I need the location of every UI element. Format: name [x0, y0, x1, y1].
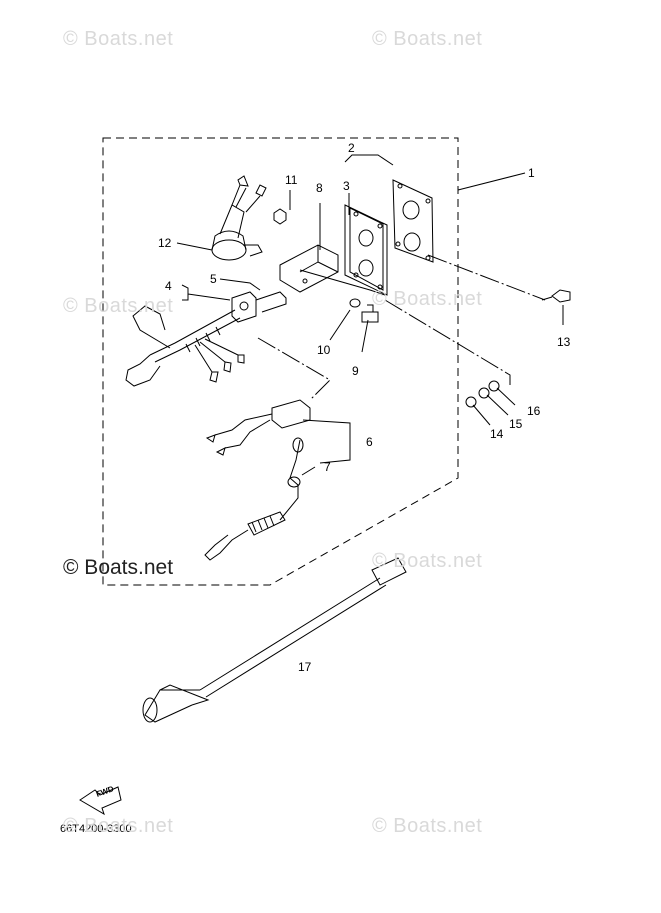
- part-15-washer: [478, 387, 490, 399]
- part-10-washer: [349, 298, 361, 308]
- watermark: © Boats.net: [372, 28, 483, 50]
- part-17-cable: [199, 577, 387, 698]
- watermark: © Boats.net: [63, 295, 174, 317]
- axis-line-sensor: [257, 337, 331, 401]
- leader-1: [457, 172, 526, 191]
- callout-11: 11: [285, 173, 298, 187]
- callout-16: 16: [527, 404, 541, 418]
- part-1-plate: [392, 179, 434, 263]
- callout-17: 17: [298, 660, 312, 674]
- leader-14: [472, 404, 491, 426]
- fwd-arrow: [79, 786, 122, 816]
- part-14-nut: [465, 396, 477, 408]
- axis-line-8: [299, 269, 386, 296]
- callout-1: 1: [528, 166, 535, 180]
- callout-15: 15: [509, 417, 523, 431]
- leader-7: [301, 466, 316, 476]
- part-12-grommet: [211, 239, 247, 261]
- leader-15: [486, 394, 509, 416]
- watermark: © Boats.net: [372, 550, 483, 572]
- part-9-bolt: [361, 304, 379, 323]
- callout-8: 8: [316, 181, 323, 195]
- callout-7: 7: [324, 460, 331, 474]
- callout-5: 5: [210, 272, 217, 286]
- diagram-code: 66T4200-3300: [60, 823, 132, 835]
- callout-14: 14: [490, 427, 504, 441]
- callout-9: 9: [352, 364, 359, 378]
- axis-line-13: [427, 254, 546, 301]
- watermark: © Boats.net: [63, 28, 174, 50]
- part-3-plate: [344, 204, 388, 296]
- leader-12: [176, 242, 213, 251]
- leader-10: [329, 309, 351, 341]
- part-13-screw: [541, 289, 571, 303]
- watermark: © Boats.net: [372, 815, 483, 837]
- callout-2: 2: [348, 141, 355, 155]
- leader-2: [344, 154, 394, 166]
- callout-12: 12: [158, 236, 172, 250]
- callout-4: 4: [165, 279, 172, 293]
- callout-13: 13: [557, 335, 571, 349]
- part-6-sensor: [271, 399, 311, 429]
- part-7-lead: [279, 439, 301, 521]
- callout-3: 3: [343, 179, 350, 193]
- part-4-harness: [149, 309, 236, 356]
- leader-4: [181, 284, 231, 301]
- part-5-sensor: [231, 291, 257, 323]
- part-8-bracket: [279, 244, 339, 293]
- watermark: © Boats.net: [372, 288, 483, 310]
- callout-10: 10: [317, 343, 331, 357]
- callout-6: 6: [366, 435, 373, 449]
- leader-5: [219, 278, 261, 291]
- leader-9: [361, 319, 369, 353]
- leader-16: [496, 387, 516, 406]
- axis-line-16: [384, 299, 511, 385]
- watermark: © Boats.net: [63, 815, 174, 837]
- leader-6: [302, 419, 351, 464]
- watermark-strong: © Boats.net: [63, 556, 174, 579]
- part-16-washer: [488, 380, 500, 392]
- part-11-nut: [273, 208, 287, 225]
